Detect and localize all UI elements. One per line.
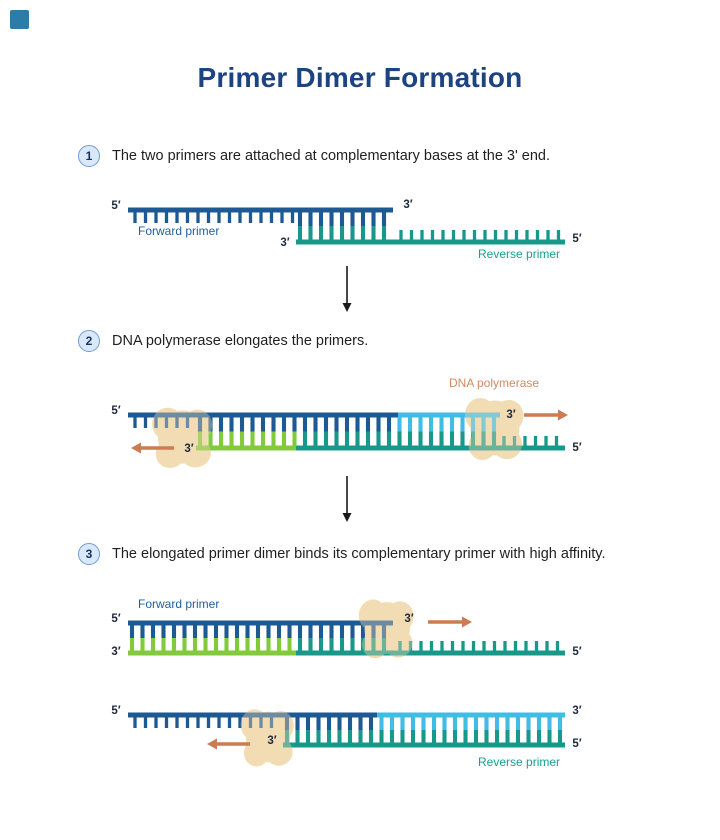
- step3-forward-duplex: 5′ 3′ 3′ 5′: [111, 599, 582, 659]
- step1-primer-dimer: 5′ 3′ 3′ 5′: [111, 199, 581, 249]
- step-2-caption: DNA polymerase elongates the primers.: [112, 333, 369, 349]
- dna-polymerase-blob: [464, 397, 524, 460]
- step3-reverse-duplex: 5′ 3′ 3′ 5′: [111, 705, 582, 767]
- polymerase-direction-arrowhead: [462, 616, 472, 628]
- polymerase-direction-arrowhead: [207, 738, 217, 750]
- strand-end-label: 3′: [184, 443, 193, 455]
- step-3-number-badge: 3: [78, 543, 100, 565]
- step-2-number-badge: 2: [78, 330, 100, 352]
- step2-elongation: 5′ 3′ 3′ 5′: [111, 397, 582, 469]
- step-3-caption: The elongated primer dimer binds its com…: [112, 546, 606, 562]
- forward-primer-label: Forward primer: [138, 224, 220, 238]
- dna-polymerase-blob: [240, 709, 294, 767]
- strand-end-label: 5′: [572, 442, 581, 454]
- strand-end-label: 5′: [111, 405, 120, 417]
- strand-end-label: 5′: [572, 738, 581, 750]
- strand-end-label: 5′: [111, 200, 120, 212]
- dna-polymerase-blob: [358, 599, 414, 659]
- step-flow-arrow: [342, 476, 352, 522]
- dna-polymerase-blob: [152, 407, 213, 469]
- strand-end-label: 5′: [572, 233, 581, 245]
- strand-end-label: 3′: [111, 646, 120, 658]
- step-1-number-badge: 1: [78, 145, 100, 167]
- reverse-primer-label: Reverse primer: [478, 247, 561, 261]
- reverse-primer-label: Reverse primer: [478, 755, 561, 769]
- step-flow-arrow: [342, 266, 352, 312]
- step-flow-arrowhead: [342, 513, 352, 522]
- strand-end-label: 5′: [572, 646, 581, 658]
- strand-end-label: 3′: [404, 613, 413, 625]
- step-flow-arrowhead: [342, 303, 352, 312]
- step-3-row: 3 The elongated primer dimer binds its c…: [78, 543, 605, 565]
- step-1-row: 1 The two primers are attached at comple…: [78, 145, 550, 167]
- strand-end-label: 3′: [403, 199, 412, 211]
- polymerase-direction-arrowhead: [558, 409, 568, 421]
- strand-end-label: 5′: [111, 613, 120, 625]
- strand-end-label: 5′: [111, 705, 120, 717]
- forward-primer-label: Forward primer: [138, 597, 220, 611]
- polymerase-direction-arrowhead: [131, 442, 141, 454]
- strand-end-label: 3′: [506, 409, 515, 421]
- brand-logo-square: [10, 10, 29, 29]
- strand-end-label: 3′: [572, 705, 581, 717]
- step-2-row: 2 DNA polymerase elongates the primers.: [78, 330, 368, 352]
- page-title: Primer Dimer Formation: [197, 62, 523, 93]
- dna-polymerase-label: DNA polymerase: [449, 376, 540, 390]
- step-1-caption: The two primers are attached at compleme…: [112, 148, 550, 164]
- strand-end-label: 3′: [280, 237, 289, 249]
- strand-end-label: 3′: [267, 735, 276, 747]
